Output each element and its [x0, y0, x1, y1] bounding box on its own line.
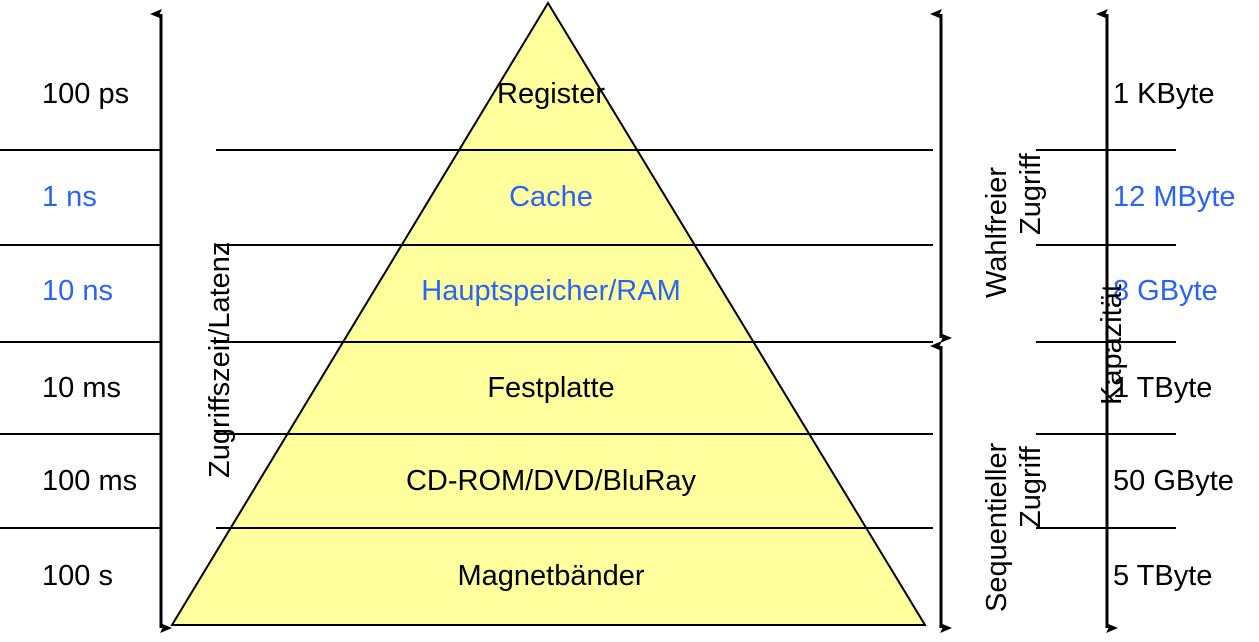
tier-label-cache: Cache: [509, 181, 593, 213]
sequential-access-caption-line2: Zugriff: [1015, 446, 1047, 528]
latency-value-hdd: 10 ms: [42, 372, 121, 404]
tier-label-tape: Magnetbänder: [457, 560, 645, 592]
tier-label-ram: Hauptspeicher/RAM: [421, 275, 681, 307]
latency-value-cache: 1 ns: [42, 181, 97, 213]
tier-label-register: Register: [497, 78, 605, 110]
capacity-value-ram: 8 GByte: [1113, 275, 1218, 307]
random-access-caption-line2: Zugriff: [1015, 153, 1047, 235]
capacity-value-hdd: 1 TByte: [1113, 372, 1213, 404]
random-access-caption-line1: Wahlfreier: [981, 166, 1013, 298]
capacity-value-cache: 12 MByte: [1113, 181, 1236, 213]
sequential-access-caption-line1: Sequentieller: [981, 442, 1013, 612]
capacity-axis-caption: Kapazität: [1096, 284, 1128, 405]
capacity-value-register: 1 KByte: [1113, 78, 1215, 110]
capacity-value-tape: 5 TByte: [1113, 560, 1213, 592]
tier-label-hdd: Festplatte: [487, 372, 615, 404]
latency-axis-caption: Zugriffszeit/Latenz: [204, 241, 236, 478]
latency-value-ram: 10 ns: [42, 275, 113, 307]
capacity-value-optical: 50 GByte: [1113, 465, 1234, 497]
latency-value-register: 100 ps: [42, 78, 130, 110]
latency-value-optical: 100 ms: [42, 465, 138, 497]
latency-value-tape: 100 s: [42, 560, 113, 592]
tier-label-optical: CD-ROM/DVD/BluRay: [405, 465, 697, 497]
pyramid-shape: [170, 1, 927, 626]
